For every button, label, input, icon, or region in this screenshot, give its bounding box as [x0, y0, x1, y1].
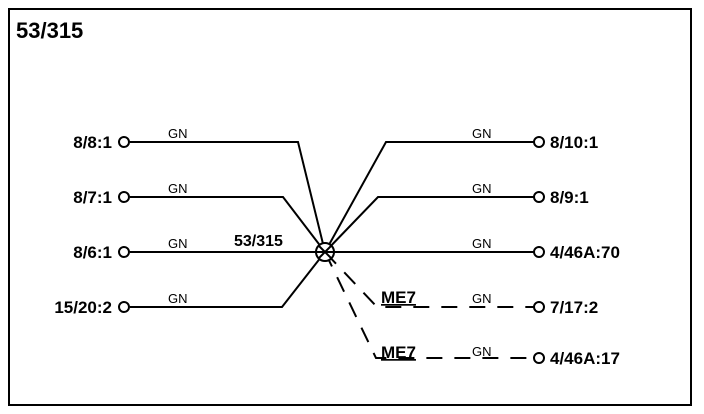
- diagram-title: 53/315: [16, 18, 83, 43]
- connector-left-3-label: 8/6:1: [73, 243, 112, 262]
- terminal-left-1: [118, 136, 130, 148]
- wire-right-1: [324, 141, 534, 253]
- wire-color-left-2: GN: [168, 181, 188, 196]
- splice-symbol: [315, 242, 335, 262]
- wire-right-4-optional: [324, 251, 534, 308]
- connector-right-4-label: 7/17:2: [550, 298, 598, 317]
- wire-color-left-3: GN: [168, 236, 188, 251]
- option-label-right-4: ME7: [381, 288, 416, 307]
- wire-color-right-2: GN: [472, 181, 492, 196]
- wire-left-4: [130, 251, 326, 308]
- connector-right-2-label: 8/9:1: [550, 188, 589, 207]
- connector-left-4-label: 15/20:2: [54, 298, 112, 317]
- connector-left-2-label: 8/7:1: [73, 188, 112, 207]
- wire-right-5-optional: [324, 251, 534, 359]
- connector-left-1-label: 8/8:1: [73, 133, 112, 152]
- wire-left-2: [130, 196, 326, 253]
- connector-right-5-label: 4/46A:17: [550, 349, 620, 368]
- terminal-right-2: [533, 191, 545, 203]
- terminal-right-3: [533, 246, 545, 258]
- option-label-right-5: ME7: [381, 343, 416, 362]
- diagram-frame: [8, 8, 692, 406]
- wire-color-right-5: GN: [472, 344, 492, 359]
- terminal-left-3: [118, 246, 130, 258]
- wire-color-left-1: GN: [168, 126, 188, 141]
- wire-color-right-1: GN: [472, 126, 492, 141]
- terminal-right-5: [533, 352, 545, 364]
- terminal-left-4: [118, 301, 130, 313]
- terminal-right-1: [533, 136, 545, 148]
- terminal-left-2: [118, 191, 130, 203]
- terminal-right-4: [533, 301, 545, 313]
- wire-color-right-4: GN: [472, 291, 492, 306]
- wire-color-right-3: GN: [472, 236, 492, 251]
- wire-left-1: [130, 141, 326, 253]
- wire-right-2: [324, 196, 534, 253]
- connector-right-1-label: 8/10:1: [550, 133, 598, 152]
- wire-color-left-4: GN: [168, 291, 188, 306]
- connector-right-3-label: 4/46A:70: [550, 243, 620, 262]
- splice-label: 53/315: [234, 233, 283, 250]
